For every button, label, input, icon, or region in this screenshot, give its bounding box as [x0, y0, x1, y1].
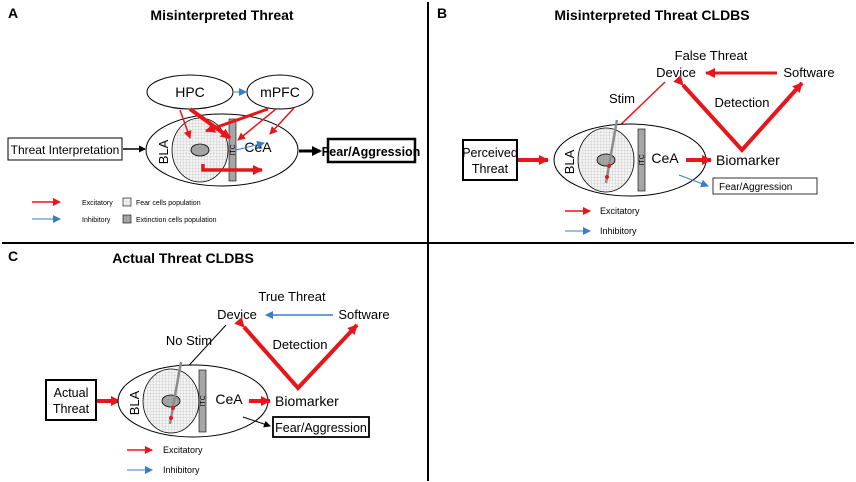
mpfc-label: mPFC [260, 84, 300, 100]
panel-c: C Actual Threat CLDBS True Threat Device… [8, 248, 390, 475]
hpc-to-bla-arrow-2 [179, 109, 192, 139]
itc-label-a: ITC [230, 144, 237, 155]
hpc-label: HPC [175, 84, 205, 100]
itc-region-c [198, 369, 207, 433]
no-stim-label: No Stim [166, 333, 212, 348]
legend-a-extinction-cells-swatch [122, 214, 132, 224]
bla-label-b: BLA [562, 149, 577, 174]
mpfc-to-cea-arrow [269, 107, 295, 135]
fear-aggression-box-b [712, 177, 818, 195]
detection-label-b: Detection [715, 95, 770, 110]
fear-aggression-label-b: Fear/Aggression [719, 182, 792, 193]
software-label-c: Software [338, 307, 389, 322]
perceived-threat-box [462, 139, 518, 181]
legend-c-inhibitory-label: Inhibitory [163, 465, 200, 475]
electrode-contact-b1 [607, 164, 611, 168]
fear-aggression-box-a [326, 137, 417, 164]
threat-interpretation-label: Threat Interpretation [11, 143, 120, 157]
electrode-contact-b2 [605, 175, 609, 179]
true-threat-label: True Threat [258, 289, 326, 304]
perceived-threat-label-line2: Threat [472, 162, 509, 176]
fear-aggression-label-c: Fear/Aggression [275, 421, 367, 435]
itc-region-b [637, 128, 646, 192]
cea-label-b: CeA [651, 150, 679, 166]
legend-a-excitatory-label: Excitatory [82, 200, 113, 207]
amygdala-to-output-inhibitory-arrow-b [678, 174, 709, 188]
perceived-threat-label-line1: Perceived [462, 146, 518, 160]
fear-aggression-label-a: Fear/Aggression [322, 145, 421, 159]
legend-a-inhibitory-label: Inhibitory [82, 217, 111, 224]
stim-label: Stim [609, 91, 635, 106]
electrode-contact-c1 [171, 406, 175, 410]
panel-c-title: Actual Threat CLDBS [112, 250, 254, 266]
panel-a-letter: A [8, 5, 18, 21]
extinction-cells-region-a [190, 143, 210, 157]
itc-label-c: ITC [200, 395, 207, 406]
panel-c-letter: C [8, 248, 18, 264]
legend-a-fear-cells-swatch [122, 197, 132, 207]
panel-b-title: Misinterpreted Threat CLDBS [554, 7, 749, 23]
panel-a: A Misinterpreted Threat HPC mPFC Threat … [7, 5, 421, 224]
biomarker-label-b: Biomarker [716, 152, 780, 168]
extinction-cells-region-b [596, 153, 616, 167]
detection-label-c: Detection [273, 337, 328, 352]
itc-to-cea-inhibitory-arrow [235, 140, 265, 151]
cea-label-c: CeA [215, 391, 243, 407]
biomarker-label-c: Biomarker [275, 393, 339, 409]
detection-loop-c [234, 316, 359, 391]
amygdala-to-output-arrow-c [242, 416, 271, 428]
panel-b-letter: B [437, 5, 447, 21]
mpfc-to-bla-arrow [205, 107, 269, 133]
software-label-b: Software [783, 65, 834, 80]
bla-to-cea-arrow-a [201, 164, 263, 175]
legend-c-excitatory-label: Excitatory [163, 445, 203, 455]
mpfc-node [246, 74, 314, 110]
actual-threat-label-line1: Actual [54, 386, 89, 400]
legend-b-excitatory-label: Excitatory [600, 206, 640, 216]
bla-label-a: BLA [156, 139, 171, 164]
fear-aggression-box-c [272, 416, 370, 438]
panel-a-title: Misinterpreted Threat [150, 7, 293, 23]
actual-threat-label-line2: Threat [53, 402, 90, 416]
actual-threat-box [45, 379, 97, 421]
device-label-b: Device [656, 65, 696, 80]
detection-loop-b [673, 74, 804, 153]
threat-interpretation-box [7, 137, 123, 161]
legend-a-extinction-cells-label: Extinction cells population [136, 217, 217, 224]
false-threat-label: False Threat [675, 48, 748, 63]
bla-label-c: BLA [127, 390, 142, 415]
itc-label-b: ITC [639, 154, 646, 165]
extinction-cells-region-c [161, 394, 181, 408]
electrode-b [604, 119, 619, 184]
legend-b-inhibitory-label: Inhibitory [600, 226, 637, 236]
legend-a-fear-cells-label: Fear cells population [136, 200, 201, 207]
mpfc-to-itc-arrow [237, 108, 277, 141]
panel-b: B Misinterpreted Threat CLDBS False Thre… [437, 5, 835, 236]
device-label-c: Device [217, 307, 257, 322]
electrode-c [168, 361, 183, 425]
electrode-contact-c2 [169, 416, 173, 420]
